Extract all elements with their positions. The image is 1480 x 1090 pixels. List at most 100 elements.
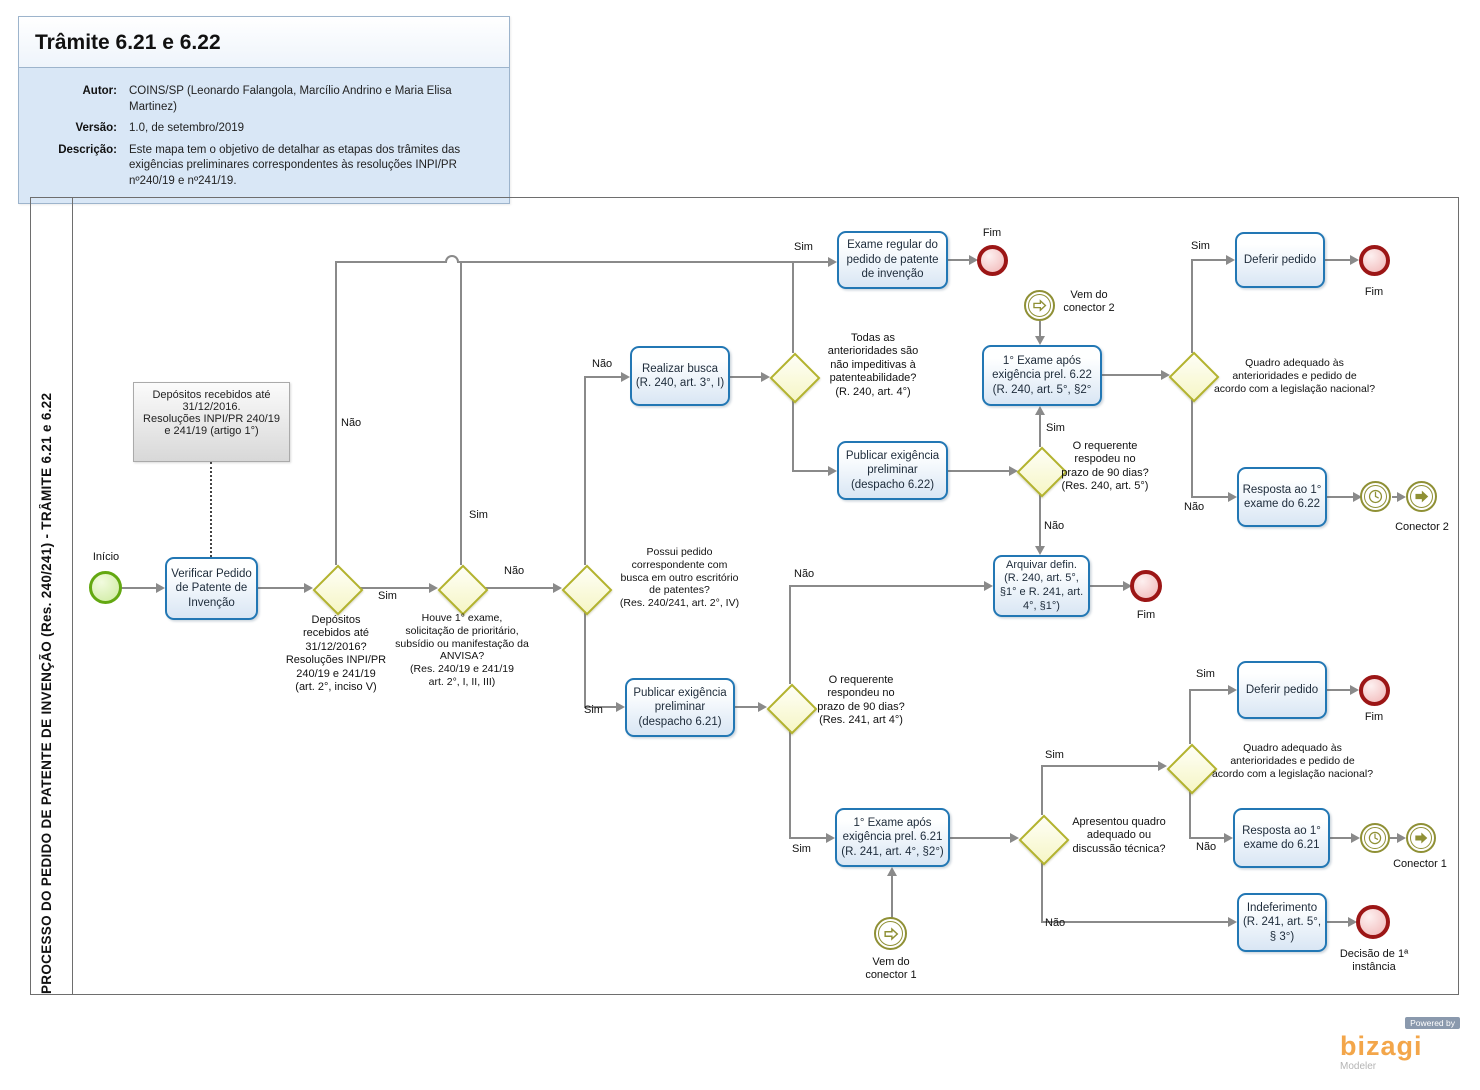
arrowhead xyxy=(1350,255,1359,265)
link-throw-event-conector-1[interactable] xyxy=(1406,823,1436,853)
flow-line xyxy=(789,837,827,839)
link-throw-icon xyxy=(1408,483,1435,510)
flow-line xyxy=(1327,921,1349,923)
flow-line xyxy=(1039,493,1041,547)
start-event[interactable] xyxy=(89,571,122,604)
flow-line xyxy=(730,376,762,378)
end-event-label: Fim xyxy=(1364,711,1384,723)
gateway-label-g3: Possui pedido correspondente com busca e… xyxy=(619,546,740,610)
timer-icon xyxy=(1362,483,1389,510)
task-realizar-busca[interactable]: Realizar busca (R. 240, art. 3°, I) xyxy=(630,346,730,406)
task-publicar-exigencia-622[interactable]: Publicar exigência preliminar (despacho … xyxy=(837,441,948,500)
arrowhead xyxy=(1010,833,1019,843)
flow-line xyxy=(948,470,1010,472)
edge-label-nao: Não xyxy=(1196,841,1217,853)
pool-title: PROCESSO DO PEDIDO DE PATENTE DE INVENÇÃ… xyxy=(39,392,54,994)
end-event-decisao[interactable] xyxy=(1356,905,1390,939)
flow-line xyxy=(1189,690,1191,744)
end-event-deferir-bottom[interactable] xyxy=(1359,675,1390,706)
flow-line xyxy=(1039,321,1041,337)
link-throw-label: Conector 1 xyxy=(1393,858,1447,870)
pool-header-band[interactable]: PROCESSO DO PEDIDO DE PATENTE DE INVENÇÃ… xyxy=(31,198,73,994)
end-event-label: Fim xyxy=(1136,609,1156,621)
task-arquivar-definitivamente[interactable]: Arquivar defin. (R. 240, art. 5°, §1° e … xyxy=(993,555,1090,617)
autor-value: COINS/SP (Leonardo Falangola, Marcílio A… xyxy=(129,85,452,113)
arrowhead xyxy=(1397,833,1406,843)
flow-line xyxy=(460,263,462,565)
gateway-houve-primeiro-exame[interactable] xyxy=(437,564,489,616)
flow-line xyxy=(891,876,893,918)
task-resposta-exame-621[interactable]: Resposta ao 1° exame do 6.21 xyxy=(1233,808,1330,868)
descricao-value: Este mapa tem o objetivo de detalhar as … xyxy=(129,143,461,187)
arrowhead xyxy=(156,583,165,593)
arrowhead xyxy=(1351,833,1360,843)
link-catch-icon xyxy=(876,919,905,948)
flow-line xyxy=(1330,837,1352,839)
arrowhead xyxy=(1161,370,1170,380)
edge-label-sim: Sim xyxy=(378,590,397,602)
flow-line xyxy=(789,585,985,587)
flow-line xyxy=(735,706,759,708)
edge-label-nao: Não xyxy=(794,568,815,580)
flow-line xyxy=(1041,861,1043,922)
flow-line xyxy=(1189,837,1225,839)
annotation-note[interactable]: Depósitos recebidos até 31/12/2016. Reso… xyxy=(133,382,290,462)
task-exame-apos-622[interactable]: 1° Exame após exigência prel. 6.22 (R. 2… xyxy=(982,345,1102,406)
link-catch-event-conector-2[interactable] xyxy=(1024,290,1055,321)
arrowhead xyxy=(828,257,837,267)
timer-event-622[interactable] xyxy=(1360,481,1391,512)
flow-line xyxy=(1191,398,1193,497)
task-deferir-pedido-top[interactable]: Deferir pedido xyxy=(1235,232,1325,288)
header-info-panel: Autor: COINS/SP (Leonardo Falangola, Mar… xyxy=(19,68,509,204)
gateway-label-g2: Houve 1° exame, solicitação de prioritár… xyxy=(395,612,529,688)
arrowhead xyxy=(429,583,438,593)
task-resposta-exame-622[interactable]: Resposta ao 1° exame do 6.22 xyxy=(1237,467,1327,527)
timer-event-621[interactable] xyxy=(1360,823,1390,853)
gateway-diamond xyxy=(312,564,364,616)
task-exame-regular[interactable]: Exame regular do pedido de patente de in… xyxy=(837,231,948,289)
arrowhead xyxy=(1228,685,1237,695)
edge-label-sim: Sim xyxy=(792,843,811,855)
end-event-exame-regular[interactable] xyxy=(977,245,1008,276)
arrowhead xyxy=(1158,761,1167,771)
flow-line xyxy=(792,470,829,472)
descricao-label: Descrição: xyxy=(58,143,117,156)
gateway-depositos-recebidos[interactable] xyxy=(312,564,364,616)
gateway-label-g9: Quadro adequado às anterioridades e pedi… xyxy=(1211,742,1374,780)
flow-line xyxy=(1327,689,1351,691)
arrowhead xyxy=(1123,581,1132,591)
arrowhead xyxy=(621,372,630,382)
end-event-deferir-top[interactable] xyxy=(1359,245,1390,276)
edge-label-nao: Não xyxy=(1184,501,1205,513)
gateway-label-g5: O requerente respodeu no prazo de 90 dia… xyxy=(1061,440,1149,493)
versao-value: 1.0, de setembro/2019 xyxy=(129,122,245,135)
gateway-anterioridades-nao-impeditivas[interactable] xyxy=(769,352,821,404)
flow-line xyxy=(258,587,304,589)
task-indeferimento[interactable]: Indeferimento (R. 241, art. 5°, § 3°) xyxy=(1237,893,1327,952)
bizagi-logo: Powered by bizagi Modeler xyxy=(1340,1013,1460,1072)
flow-line xyxy=(584,611,586,707)
flow-line xyxy=(792,399,794,471)
edge-label-nao: Não xyxy=(504,565,525,577)
end-event-arquivar[interactable] xyxy=(1130,570,1162,602)
task-deferir-pedido-bottom[interactable]: Deferir pedido xyxy=(1237,661,1327,719)
task-publicar-exigencia-621[interactable]: Publicar exigência preliminar (despacho … xyxy=(625,678,735,737)
link-throw-event-conector-2[interactable] xyxy=(1406,481,1437,512)
arrowhead xyxy=(1224,833,1233,843)
process-pool[interactable]: PROCESSO DO PEDIDO DE PATENTE DE INVENÇÃ… xyxy=(30,197,1459,995)
flow-line xyxy=(1191,496,1229,498)
edge-label-sim: Sim xyxy=(1191,240,1210,252)
edge-label-nao: Não xyxy=(341,417,362,429)
edge-label-sim: Sim xyxy=(1046,422,1065,434)
arrowhead xyxy=(828,466,837,476)
arrowhead xyxy=(616,702,625,712)
start-event-label: Início xyxy=(92,551,120,563)
link-catch-event-conector-1[interactable] xyxy=(874,917,907,950)
link-throw-icon xyxy=(1408,825,1434,851)
arrowhead xyxy=(1228,492,1237,502)
flow-line xyxy=(484,587,554,589)
task-verificar-pedido[interactable]: Verificar Pedido de Patente de Invenção xyxy=(165,557,258,620)
task-exame-apos-621[interactable]: 1° Exame após exigência prel. 6.21 (R. 2… xyxy=(835,808,950,867)
link-throw-label: Conector 2 xyxy=(1395,521,1449,533)
